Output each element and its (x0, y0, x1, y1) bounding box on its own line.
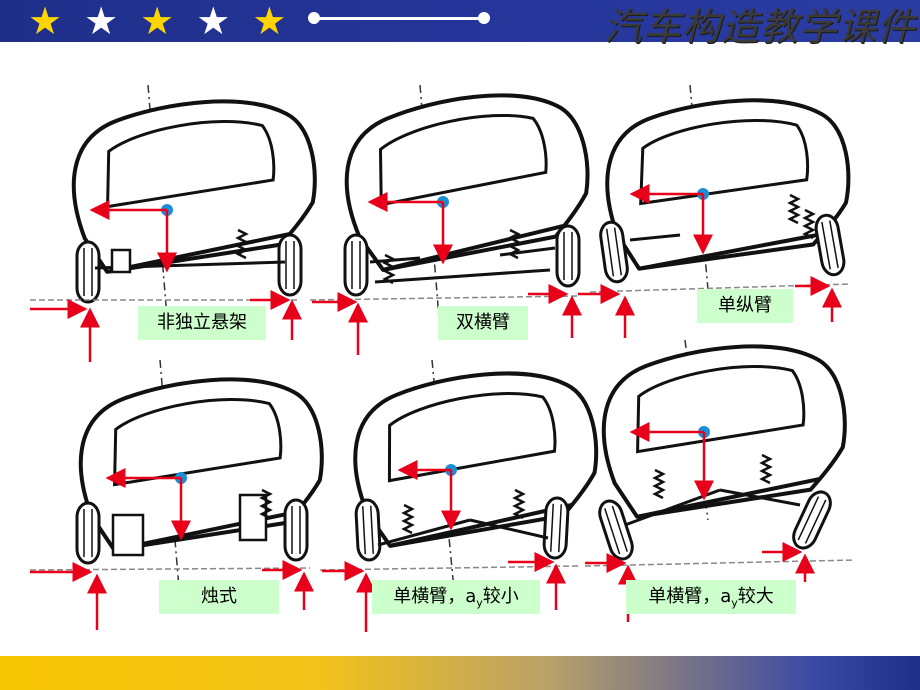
label-main: 单横臂，a (648, 586, 732, 607)
star-icon: ★ (252, 0, 287, 43)
label-swing-axle-small: 单横臂，ay较小 (372, 580, 540, 614)
panel-trailing-arm (578, 84, 853, 338)
label-double-wishbone: 双横臂 (438, 306, 528, 340)
header-dot-left (308, 12, 320, 24)
label-main: 单横臂，a (393, 586, 477, 607)
star-row: ★ ★ ★ ★ ★ (28, 0, 286, 42)
header-divider-line (314, 17, 482, 20)
label-rigid-axle: 非独立悬架 (138, 306, 266, 340)
label-sliding-pillar: 烛式 (159, 580, 279, 614)
header-title: 汽车构造教学课件 (603, 5, 916, 49)
label-tail: 较大 (737, 586, 774, 607)
panel-sliding-pillar (29, 359, 330, 630)
header-dot-right (478, 12, 490, 24)
star-icon: ★ (84, 0, 119, 43)
star-icon: ★ (196, 0, 231, 43)
label-sub: y (476, 596, 483, 610)
panel-rigid-axle (30, 84, 323, 362)
footer-bar (0, 656, 920, 690)
label-tail: 较小 (482, 586, 519, 607)
star-icon: ★ (140, 0, 175, 43)
label-sub: y (731, 596, 738, 610)
panel-swing-axle-small (319, 359, 606, 632)
label-trailing-arm: 单纵臂 (697, 289, 793, 323)
header-bar: ★ ★ ★ ★ ★ 汽车构造教学课件 (0, 0, 920, 49)
label-swing-axle-large: 单横臂，ay较大 (626, 580, 796, 614)
star-icon: ★ (28, 0, 63, 43)
panel-double-wishbone (309, 83, 598, 355)
